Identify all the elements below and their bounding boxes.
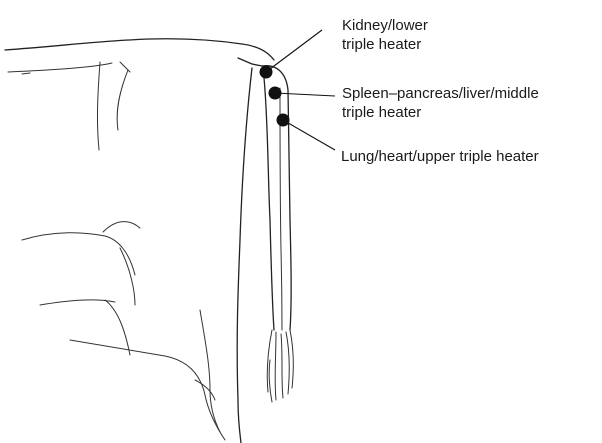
lung-leader-line <box>283 120 335 150</box>
hock-line <box>120 248 135 305</box>
spleen-label-line2: triple heater <box>342 103 539 122</box>
lower-leg-line <box>70 340 225 440</box>
kidney-label-line1: Kidney/lower <box>342 16 428 35</box>
flank-line <box>97 62 100 150</box>
gaskin-line <box>103 222 140 232</box>
buttock-contour <box>237 68 252 443</box>
back-sketch-line <box>8 63 112 72</box>
flank-fold <box>120 62 130 72</box>
lung-point <box>277 114 290 127</box>
back-dash <box>22 73 30 74</box>
back-line <box>5 39 274 60</box>
lung-label: Lung/heart/upper triple heater <box>341 147 539 166</box>
leg-front-line <box>40 300 115 305</box>
kidney-leader-line <box>266 30 322 72</box>
tail-head-tip <box>238 58 262 66</box>
spleen-leader-line <box>275 93 335 96</box>
spleen-label: Spleen–pancreas/liver/middle triple heat… <box>342 84 539 122</box>
spleen-point <box>269 87 282 100</box>
spleen-label-line1: Spleen–pancreas/liver/middle <box>342 84 539 103</box>
stifle-line <box>22 233 135 275</box>
kidney-label-line2: triple heater <box>342 35 428 54</box>
tail-inner-edge <box>264 78 274 330</box>
kidney-label: Kidney/lower triple heater <box>342 16 428 54</box>
tail-hair-tuft <box>267 330 293 402</box>
hind-leg-back-line <box>200 310 220 432</box>
lung-label-line1: Lung/heart/upper triple heater <box>341 147 539 166</box>
thigh-inner-line <box>117 70 128 130</box>
kidney-point <box>260 66 273 79</box>
